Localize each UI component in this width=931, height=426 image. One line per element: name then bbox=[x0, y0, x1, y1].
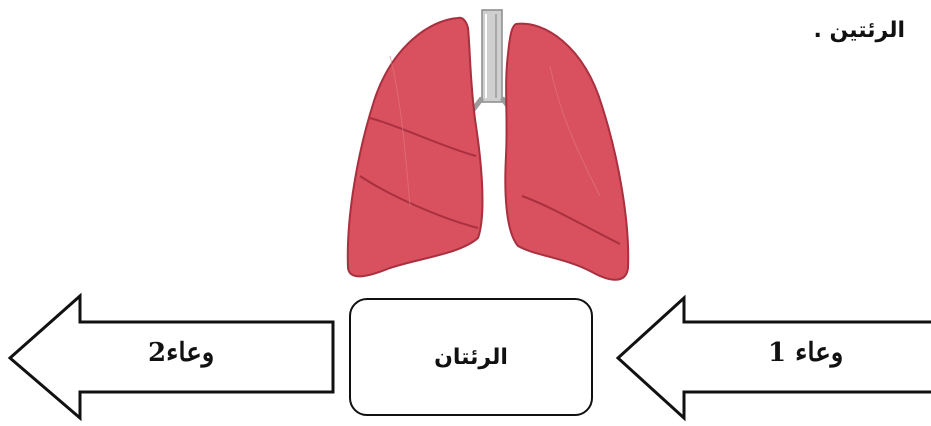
organ-label: الرئتان bbox=[434, 345, 508, 370]
left-lung bbox=[348, 18, 483, 277]
lungs-illustration bbox=[330, 6, 660, 291]
outgoing-vessel-label: وعاء2 bbox=[148, 338, 214, 368]
right-lung bbox=[505, 24, 628, 280]
caption-text: الرئتين . bbox=[813, 18, 905, 43]
incoming-vessel-label: وعاء 1 bbox=[768, 338, 843, 368]
organ-box: الرئتان bbox=[349, 298, 593, 416]
